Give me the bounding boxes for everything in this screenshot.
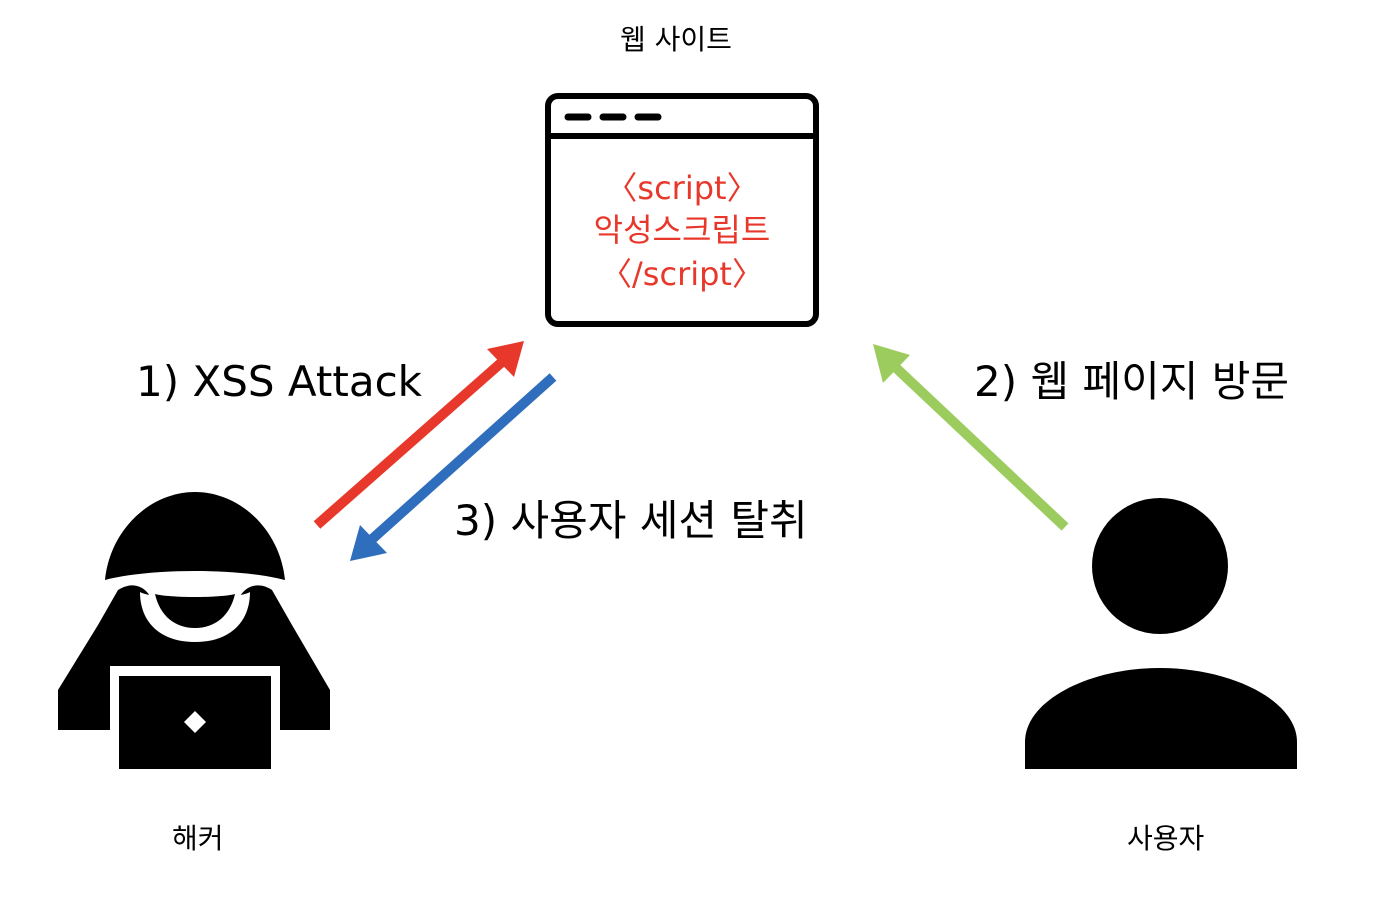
hacker-label: 해커	[172, 822, 224, 855]
script-close-tag: 〈/script〉	[600, 255, 764, 293]
website-title: 웹 사이트	[620, 23, 732, 56]
person-silhouette-icon	[1025, 498, 1297, 769]
visit-arrow	[873, 344, 1069, 531]
attack-arrow	[313, 341, 524, 529]
step-session-steal-label: 3) 사용자 세션 탈취	[454, 496, 808, 545]
hooded-hacker-laptop-icon	[58, 492, 330, 778]
user-label: 사용자	[1127, 822, 1205, 855]
script-open-tag: 〈script〉	[605, 169, 759, 207]
step-xss-attack-label: 1) XSS Attack	[136, 357, 422, 406]
malicious-script-text: 악성스크립트	[593, 211, 771, 249]
browser-window-icon	[545, 93, 819, 327]
step-web-visit-label: 2) 웹 페이지 방문	[974, 357, 1289, 406]
steal-arrow	[350, 373, 557, 561]
